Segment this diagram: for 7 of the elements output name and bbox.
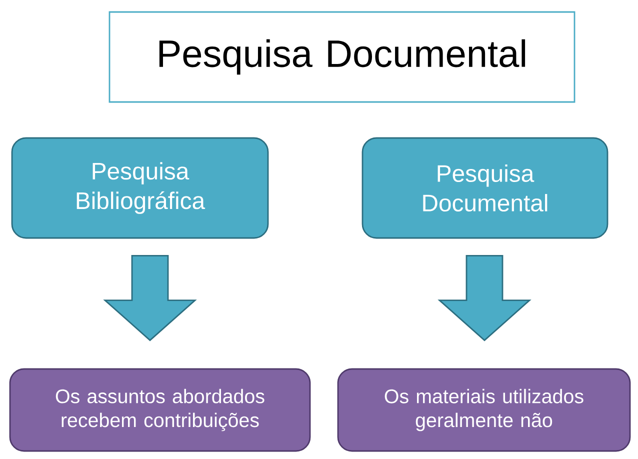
description-box: Os materiais utilizados geralmente não [337,368,631,452]
category-box: Pesquisa Bibliográfica [11,137,269,239]
block-arrow [103,255,197,342]
description-box: Os assuntos abordados recebem contribuições [9,368,311,452]
title-box: Pesquisa Documental [108,11,576,103]
block-arrow [438,255,532,342]
category-box: Pesquisa Documental [362,137,608,239]
